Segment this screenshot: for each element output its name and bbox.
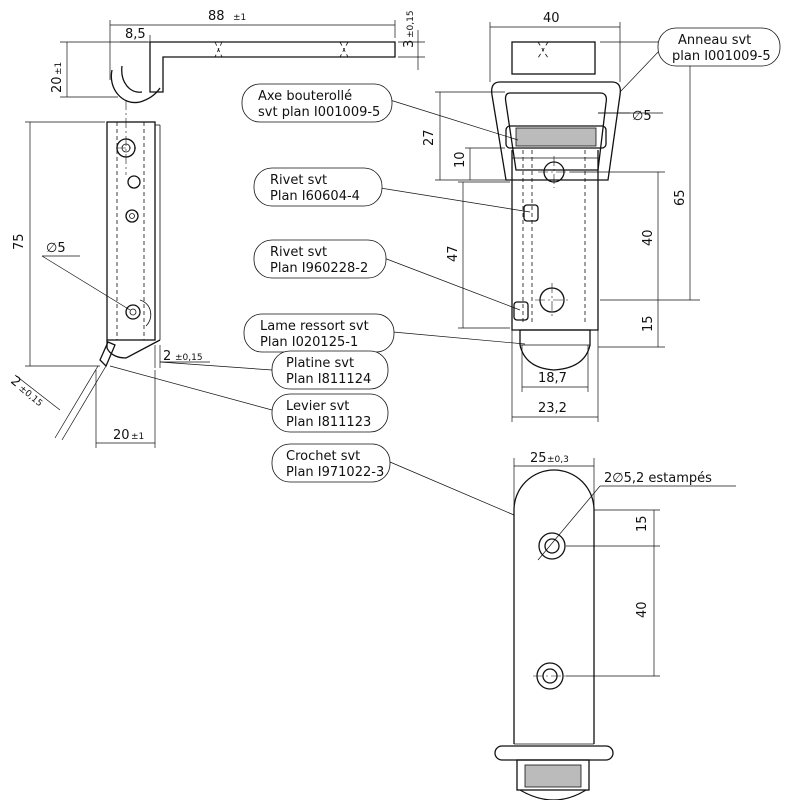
dim-3: 3 [402,40,417,48]
callout-axe [241,83,393,123]
hook-view: 25 ±0,3 2∅5,2 estampés 15 40 [494,451,736,800]
dim-20-left: 20 [50,76,65,93]
dim-40-front: 40 [641,229,656,246]
dim-40-top: 40 [543,11,560,26]
callout-anneau-line2: plan I001009-5 [672,49,771,64]
tol-20-left: ±1 [54,62,64,75]
callout-anneau [657,27,781,67]
holes-note: 2∅5,2 estampés [604,471,712,486]
callout-rivet-1 [253,167,383,207]
callout-crochet [271,443,391,483]
dim-47: 47 [446,245,461,262]
callout-rivet-1-line1: Rivet svt [270,173,327,188]
callout-levier-line1: Levier svt [286,399,349,414]
dim-10: 10 [453,151,468,168]
tol-88: ±1 [233,13,246,23]
callout-axe-line1: Axe bouterollé [258,89,352,104]
dim-2-gap: 2 [163,349,171,364]
callout-lame-line1: Lame ressort svt [260,319,369,334]
callout-axe-line2: svt plan I001009-5 [258,105,380,120]
dim-65: 65 [673,189,688,206]
dim-18-7: 18,7 [538,371,567,386]
dim-88: 88 [208,9,225,24]
dim-75: 75 [12,233,27,250]
callout-anneau-line1: Anneau svt [678,33,751,48]
dim-20-base: 20 [113,428,130,443]
dim-15-front: 15 [641,315,656,332]
front-view: 40 ∅5 27 10 47 65 [422,11,700,422]
callout-crochet-line1: Crochet svt [286,449,360,464]
tol-2-angle: ±0,15 [16,384,44,409]
dim-dia-5-left: ∅5 [46,241,66,256]
dim-dia-5-front: ∅5 [632,109,652,124]
callout-levier-line2: Plan I811123 [286,415,371,430]
dim-25: 25 [530,451,547,466]
callout-platine-line1: Platine svt [286,356,354,371]
side-view: 88 ±1 8,5 3 ±0,15 20 ±1 75 ∅5 [7,9,425,448]
callout-rivet-2 [253,239,387,279]
callout-rivet-2-line2: Plan I960228-2 [270,261,368,276]
callout-levier [271,393,389,433]
callout-rivet-2-line1: Rivet svt [270,245,327,260]
tol-3: ±0,15 [406,10,416,38]
callout-rivet-1-line2: Plan I60604-4 [270,189,360,204]
dim-27: 27 [422,129,437,146]
dim-8-5: 8,5 [125,27,146,42]
dim-23-2: 23,2 [538,401,567,416]
callout-crochet-line2: Plan I971022-3 [286,465,384,480]
callout-platine-line2: Plan I811124 [286,372,371,387]
callout-lame-line2: Plan I020125-1 [260,335,358,350]
callouts: Anneau svt plan I001009-5 Axe bouterollé… [109,27,781,516]
callout-platine [271,350,389,390]
dim-15-hook: 15 [635,515,650,532]
tol-20-base: ±1 [131,432,144,442]
dim-40-hook: 40 [635,601,650,618]
tol-25: ±0,3 [547,455,569,465]
tol-2-gap: ±0,15 [175,353,203,363]
